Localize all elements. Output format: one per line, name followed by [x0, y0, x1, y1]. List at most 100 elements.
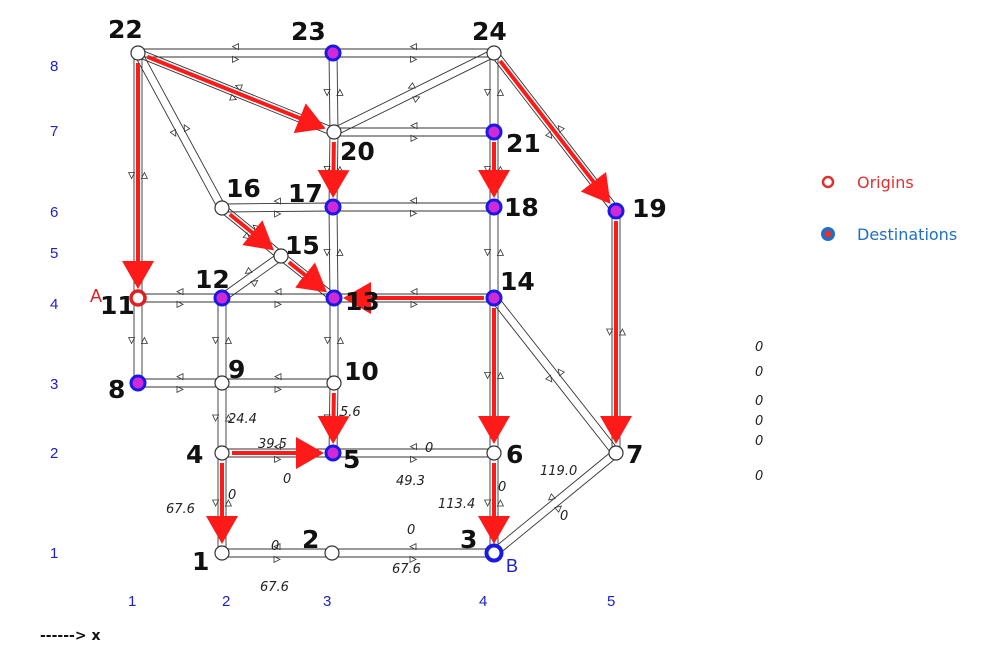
direction-arrow-icon	[176, 372, 184, 381]
direction-arrow-icon	[176, 287, 184, 296]
node-6[interactable]	[486, 445, 502, 461]
destination-marker-b: B	[506, 556, 518, 576]
link-20-17	[328, 131, 331, 207]
edge-flow-label: 0	[560, 509, 568, 524]
direction-arrow-icon	[483, 89, 492, 97]
link-20-17	[336, 132, 339, 208]
direction-arrow-icon	[557, 368, 565, 377]
direction-arrow-icon	[409, 555, 417, 564]
direction-arrow-icon	[211, 337, 220, 345]
x-axis-caption: ------> x	[40, 628, 101, 644]
node-label-20: 20	[340, 137, 375, 166]
route-arrow-22-20	[146, 54, 326, 134]
destination-node-23[interactable]	[324, 44, 342, 62]
node-2[interactable]	[324, 545, 340, 561]
link-24-20	[335, 56, 496, 136]
direction-arrow-icon	[618, 328, 627, 336]
edge-flow-label: 67.6	[392, 562, 421, 577]
link-17-13	[336, 206, 339, 298]
direction-arrow-icon	[274, 372, 282, 381]
node-label-22: 22	[108, 15, 143, 44]
node-15[interactable]	[273, 248, 289, 264]
direction-arrow-icon	[483, 372, 492, 380]
direction-arrow-icon	[323, 249, 331, 257]
destination-node-12[interactable]	[213, 289, 231, 307]
destination-node-14[interactable]	[485, 289, 503, 307]
direction-arrow-icon	[224, 414, 233, 422]
direction-arrow-icon	[336, 336, 345, 344]
y-axis-label: 7	[50, 123, 58, 140]
direction-arrow-icon	[410, 121, 418, 130]
link-10-5	[328, 382, 331, 453]
direction-arrow-icon	[323, 165, 331, 174]
link-16-17	[221, 202, 333, 205]
x-axis-label: 2	[222, 593, 230, 610]
destination-node-18[interactable]	[485, 198, 503, 216]
node-label-6: 6	[506, 440, 523, 469]
node-1[interactable]	[214, 545, 230, 561]
node-7[interactable]	[608, 445, 624, 461]
link-16-17	[222, 210, 334, 213]
node-20[interactable]	[326, 124, 342, 140]
route-arrows-layer	[122, 54, 632, 544]
link-23-20	[328, 53, 331, 133]
direction-arrow-icon	[273, 442, 281, 451]
x-axis-label: 3	[323, 593, 331, 610]
node-3[interactable]	[484, 543, 504, 563]
link-15-13	[278, 258, 332, 302]
direction-arrow-icon	[409, 42, 417, 51]
direction-arrow-icon	[547, 493, 556, 501]
direction-arrow-icon	[140, 171, 149, 179]
destination-node-21[interactable]	[485, 123, 503, 141]
direction-arrow-icon	[176, 300, 184, 309]
edge-flow-label: 113.4	[438, 497, 475, 512]
node-22[interactable]	[130, 45, 146, 61]
destination-node-17[interactable]	[324, 198, 342, 216]
direction-arrow-icon	[410, 455, 418, 464]
link-24-20	[332, 49, 493, 129]
node-16[interactable]	[214, 200, 230, 216]
node-label-23: 23	[291, 17, 326, 46]
legend-origins-label: Origins	[857, 173, 914, 192]
direction-arrow-icon	[544, 130, 553, 139]
destination-node-13[interactable]	[325, 289, 343, 307]
direction-arrow-icon	[496, 88, 505, 96]
destination-node-19[interactable]	[607, 202, 625, 220]
node-label-10: 10	[344, 357, 379, 386]
node-label-15: 15	[285, 231, 320, 260]
direction-arrow-icon	[176, 385, 184, 394]
node-10[interactable]	[326, 375, 342, 391]
direction-arrow-icon	[409, 542, 417, 551]
edge-flow-label: 0	[271, 539, 279, 554]
direction-arrow-icon	[410, 209, 418, 218]
edge-flow-label: 0	[228, 488, 236, 503]
edge-flow-label: 24.4	[228, 412, 257, 427]
link-22-20	[139, 48, 336, 129]
direction-arrow-icon	[169, 128, 177, 137]
nodes-layer	[129, 44, 625, 563]
direction-arrow-icon	[298, 277, 307, 285]
node-label-9: 9	[228, 355, 245, 384]
x-axis-label: 5	[607, 593, 615, 610]
direction-arrow-icon	[224, 499, 233, 507]
destination-node-8[interactable]	[129, 374, 147, 392]
node-label-13: 13	[345, 287, 380, 316]
node-label-11: 11	[100, 291, 135, 320]
node-9[interactable]	[214, 375, 230, 391]
node-24[interactable]	[486, 45, 502, 61]
node-4[interactable]	[214, 445, 230, 461]
direction-arrow-icon	[231, 42, 239, 51]
direction-arrow-icon	[496, 248, 505, 256]
edge-flow-label: 39.5	[258, 437, 287, 452]
direction-arrow-icon	[554, 505, 563, 513]
direction-arrow-icon	[140, 336, 149, 344]
direction-arrow-icon	[211, 499, 220, 507]
direction-arrow-icon	[250, 279, 259, 288]
direction-arrow-icon	[336, 88, 344, 96]
y-axis-label: 2	[50, 445, 58, 462]
origin-node-11[interactable]	[129, 289, 147, 307]
origin-marker-a: A	[90, 286, 102, 306]
destination-node-5[interactable]	[324, 444, 342, 462]
node-label-8: 8	[108, 375, 125, 404]
